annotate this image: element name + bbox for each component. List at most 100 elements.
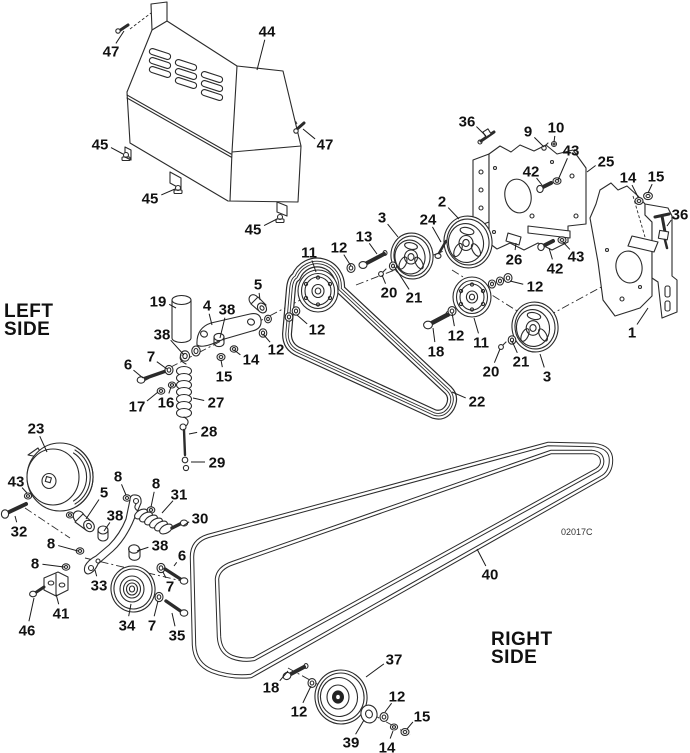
callout-15: 15 (216, 360, 232, 386)
spring-27 (177, 355, 192, 426)
callout-5: 5 (254, 277, 262, 301)
bolt-42-top (537, 183, 551, 193)
callout-11: 11 (473, 318, 489, 352)
callout-number-18: 18 (428, 344, 445, 361)
pulley-37 (311, 666, 372, 728)
nut-43-top (553, 178, 561, 184)
callout-leader-34 (129, 604, 131, 616)
callout-leader-7 (157, 362, 167, 369)
callout-2: 2 (438, 194, 459, 220)
callout-leader-38 (137, 547, 148, 551)
callout-12: 12 (297, 315, 325, 339)
callout-leader-11 (312, 260, 316, 272)
washer-12-bottom-left (308, 679, 316, 688)
callout-leader-27 (193, 398, 204, 400)
callout-11: 11 (301, 245, 317, 273)
callout-number-21: 21 (406, 290, 423, 307)
callout-leader-38 (220, 318, 225, 338)
spring-31 (133, 504, 174, 536)
spacer-26 (506, 233, 521, 245)
callout-leader-8 (151, 492, 154, 507)
callout-leader-21 (394, 266, 409, 289)
callout-leader-39 (356, 720, 364, 734)
callout-leader-11 (474, 318, 478, 333)
callout-leader-21 (512, 341, 517, 353)
callout-leader-20 (382, 275, 386, 284)
callout-21: 21 (394, 266, 422, 307)
callout-leader-25 (587, 166, 596, 172)
callout-21: 21 (512, 341, 529, 371)
bolt-18-bottom (282, 664, 308, 681)
screw-47-right (294, 123, 304, 133)
callout-number-12: 12 (389, 689, 406, 706)
callout-12: 12 (510, 279, 543, 296)
callout-38: 38 (154, 327, 184, 356)
callout-number-10: 10 (548, 120, 565, 137)
callout-20: 20 (483, 349, 500, 381)
bolt-32 (1, 504, 26, 518)
callout-number-19: 19 (150, 294, 167, 311)
callout-number-14: 14 (379, 740, 396, 753)
callout-22: 22 (452, 392, 485, 411)
callout-45: 45 (245, 219, 277, 239)
callout-number-21: 21 (513, 354, 530, 371)
callout-14: 14 (620, 170, 638, 198)
callout-leader-46 (29, 598, 34, 621)
callout-38: 38 (137, 538, 168, 555)
nut-43-bottom (558, 237, 566, 243)
callout-number-8: 8 (114, 469, 122, 486)
callout-leader-12 (344, 255, 351, 266)
callout-number-3: 3 (378, 210, 386, 227)
callout-15: 15 (648, 169, 664, 194)
callout-16: 16 (158, 387, 174, 412)
callout-leader-14 (234, 350, 240, 355)
callout-10: 10 (548, 120, 565, 143)
callout-1: 1 (628, 308, 648, 342)
callout-number-47: 47 (317, 137, 334, 154)
callout-36: 36 (667, 207, 688, 227)
callout-25: 25 (587, 154, 614, 173)
callout-leader-23 (40, 436, 47, 452)
callout-leader-43 (22, 488, 27, 493)
callout-leader-12 (385, 703, 392, 712)
callout-leader-5 (86, 499, 99, 519)
washer-7-lower (155, 592, 163, 601)
bushing-38-bottom-a (98, 526, 108, 541)
callout-number-23: 23 (28, 421, 45, 438)
callout-leader-17 (147, 392, 158, 401)
callout-26: 26 (506, 243, 522, 269)
callout-7: 7 (163, 572, 174, 596)
callout-leader-40 (477, 549, 486, 566)
callout-17: 17 (129, 392, 158, 416)
callout-leader-19 (169, 304, 176, 308)
callout-leader-15 (221, 360, 222, 367)
callout-leader-28 (189, 432, 197, 434)
belt-22 (287, 262, 452, 414)
washer-12-mid (347, 264, 355, 273)
callout-27: 27 (193, 395, 224, 412)
callout-12: 12 (385, 689, 405, 713)
callout-38: 38 (219, 302, 235, 339)
callout-number-38: 38 (107, 508, 124, 525)
callout-43: 43 (8, 474, 27, 494)
callout-number-45: 45 (142, 191, 159, 208)
callout-45: 45 (142, 189, 175, 208)
callout-leader-3 (388, 224, 398, 237)
nut-17 (157, 388, 165, 394)
callout-number-38: 38 (154, 327, 171, 344)
callout-leader-31 (162, 501, 173, 513)
washer-12-bottom-right (380, 713, 388, 722)
callout-number-46: 46 (19, 623, 36, 640)
callout-leader-16 (169, 387, 171, 393)
pulley-3-right (509, 299, 562, 355)
pulley-11-right (453, 277, 491, 317)
callout-7: 7 (147, 349, 167, 370)
callout-leader-45 (264, 219, 277, 226)
callout-number-42: 42 (523, 164, 540, 181)
callout-number-2: 2 (438, 194, 446, 211)
callout-number-31: 31 (171, 487, 188, 504)
callout-leader-4 (209, 314, 212, 325)
